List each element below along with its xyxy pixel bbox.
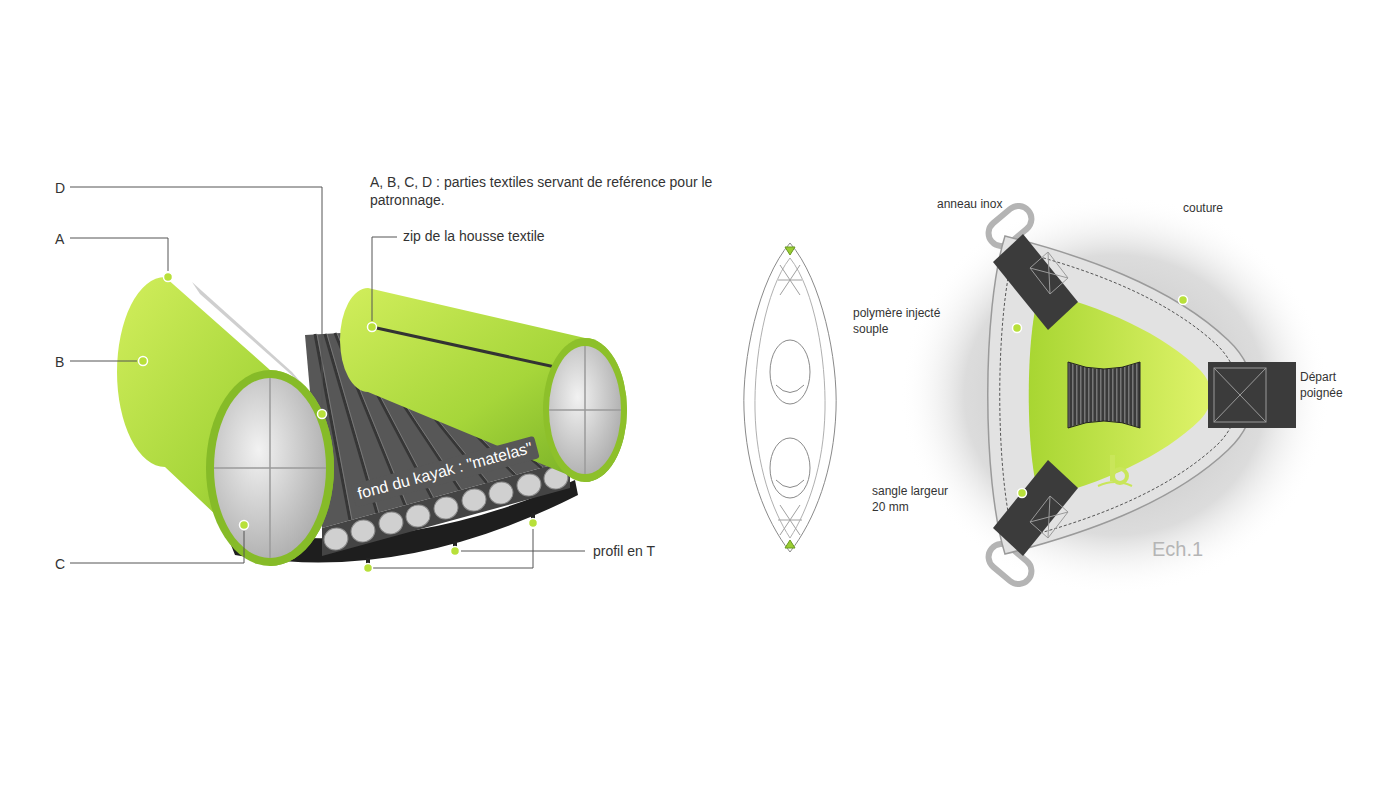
left-tube: [117, 277, 334, 566]
leader-line: [70, 531, 244, 563]
part-letter: B: [55, 353, 64, 371]
green-plate: [1029, 292, 1212, 498]
hull-inner: [755, 258, 825, 538]
kayak-top-view: [744, 243, 836, 552]
part-letter: C: [55, 555, 65, 573]
strap: [1208, 362, 1296, 428]
callout-label: couture: [1183, 201, 1223, 217]
handle-detail: [900, 195, 1330, 595]
leader-lines: [70, 187, 585, 568]
strap: [993, 234, 1078, 330]
callout-label: polymère injecté souple: [853, 306, 961, 337]
callout-dots: [139, 273, 1188, 573]
cockpit: [770, 438, 810, 498]
part-letter: A: [55, 230, 64, 248]
leader-line: [368, 529, 533, 568]
leader-line: [70, 187, 322, 408]
part-letter: D: [55, 179, 65, 197]
scale-label: Ech.1: [1152, 536, 1203, 562]
bow-handle: [785, 247, 795, 255]
tube-inside: [549, 346, 621, 474]
leader-line: [70, 238, 168, 271]
tube-gap: [192, 282, 304, 386]
callout-label: Départ poignée: [1300, 370, 1362, 401]
leader-line: [70, 361, 137, 362]
leader-line: [461, 551, 585, 552]
callout-label: profil en T: [593, 542, 655, 560]
tube-divider: [549, 346, 621, 474]
callout-label: zip de la housse textile: [403, 227, 545, 245]
logo-mark: [1098, 455, 1132, 486]
zip: [372, 327, 578, 372]
callout-label: sangle largeur 20 mm: [872, 484, 960, 515]
leader-line: [372, 237, 397, 321]
tube-rim: [543, 338, 627, 482]
strap: [993, 460, 1078, 556]
tube-inside: [214, 378, 326, 558]
hull-outline: [744, 243, 836, 552]
tube-divider: [214, 378, 326, 558]
note: A, B, C, D : parties textiles servant de…: [370, 173, 715, 209]
stern-handle: [785, 540, 795, 548]
strap-stitching: [1030, 252, 1266, 538]
shadow-glow: [900, 195, 1330, 595]
seat: [776, 385, 804, 488]
grip: [1068, 362, 1140, 428]
deck-lacing: [778, 265, 802, 535]
tube-rim: [206, 370, 334, 566]
callout-label: anneau inox: [937, 197, 1002, 213]
cockpit: [770, 340, 810, 404]
